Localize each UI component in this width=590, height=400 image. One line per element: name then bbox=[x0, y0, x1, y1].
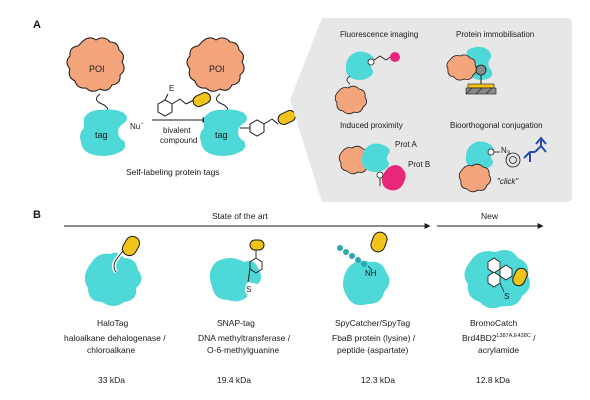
prot-a-label: Prot A bbox=[395, 140, 417, 149]
halotag-desc-1: haloalkane dehalogenase / bbox=[64, 333, 166, 343]
bromocatch-name: BromoCatch bbox=[470, 318, 518, 328]
bromocatch-icon bbox=[464, 250, 530, 309]
poi-blob-left bbox=[66, 37, 125, 92]
arrow-caption-2: compound bbox=[160, 136, 197, 145]
applications-panel bbox=[290, 18, 572, 202]
tag-blob-right bbox=[200, 109, 247, 156]
halotag-mass: 33 kDa bbox=[98, 375, 125, 385]
app-title-fluorescence: Fluorescence imaging bbox=[340, 30, 418, 39]
spycatcher-desc-2: peptide (aspartate) bbox=[337, 345, 409, 355]
panel-a-letter: A bbox=[33, 19, 41, 31]
spycatcher-icon bbox=[337, 231, 390, 306]
snap-tag-mass: 19.4 kDa bbox=[217, 375, 251, 385]
poi-blob-right bbox=[186, 37, 245, 92]
halotag-name: HaloTag bbox=[97, 318, 128, 328]
bioorthogonal-conjugation-icon bbox=[458, 136, 547, 193]
bromo-s-label: S bbox=[504, 292, 509, 301]
snap-tag-name: SNAP-tag bbox=[217, 318, 255, 328]
bromocatch-desc-2: acrylamide bbox=[478, 345, 519, 355]
bivalent-compound-icon bbox=[157, 92, 211, 117]
bromocatch-mass: 12.8 kDa bbox=[476, 375, 510, 385]
azide-label: N3 bbox=[501, 146, 511, 157]
tag-label-left: tag bbox=[95, 130, 108, 140]
app-title-immobilisation: Protein immobilisation bbox=[456, 30, 534, 39]
spycatcher-desc-1: FbaB protein (lysine) / bbox=[332, 333, 416, 343]
nucleophile-label: Nu− bbox=[130, 121, 144, 131]
panel-b-letter: B bbox=[33, 209, 41, 221]
bromocatch-desc-1: Brd4BD2L387A,E438C / bbox=[462, 333, 536, 343]
prot-b-label: Prot B bbox=[408, 160, 430, 169]
poi-label-left: POI bbox=[89, 64, 105, 74]
snap-tag-icon bbox=[209, 239, 265, 302]
protein-immobilisation-icon bbox=[446, 46, 497, 95]
induced-proximity-icon bbox=[338, 143, 406, 191]
state-of-art-label: State of the art bbox=[212, 211, 268, 221]
tag-label-right: tag bbox=[215, 130, 228, 140]
halotag-icon bbox=[84, 235, 142, 306]
new-label: New bbox=[481, 211, 499, 221]
spycatcher-mass: 12.3 kDa bbox=[361, 375, 395, 385]
snap-s-label: S bbox=[246, 285, 251, 294]
arrow-caption-1: bivalent bbox=[163, 126, 191, 135]
poi-label-right: POI bbox=[209, 64, 225, 74]
electrophile-label: E bbox=[169, 84, 174, 93]
spycatcher-name: SpyCatcher/SpyTag bbox=[335, 318, 410, 328]
snap-tag-desc-1: DNA methyltransferase / bbox=[198, 333, 291, 343]
halotag-desc-2: chloroalkane bbox=[87, 345, 135, 355]
app-title-induced-proximity: Induced proximity bbox=[340, 121, 403, 130]
tag-blob-left bbox=[80, 109, 127, 156]
app-title-bioorthogonal: Bioorthogonal conjugation bbox=[450, 121, 543, 130]
fluorescence-imaging-icon bbox=[334, 51, 400, 115]
click-label: "click" bbox=[497, 177, 519, 186]
panel-a-caption: Self-labeling protein tags bbox=[126, 167, 220, 177]
spy-nh-label: NH bbox=[365, 269, 377, 278]
snap-tag-desc-2: O-6-methylguanine bbox=[207, 345, 280, 355]
conjugated-compound-icon bbox=[240, 110, 296, 137]
